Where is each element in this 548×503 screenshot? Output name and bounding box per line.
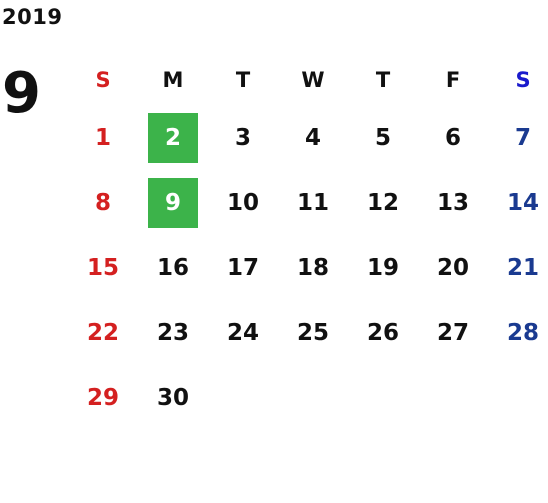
day-cell[interactable]: 19 <box>348 235 418 300</box>
empty-cell <box>418 365 488 430</box>
empty-cell <box>208 365 278 430</box>
day-number: 27 <box>436 319 469 346</box>
day-number: 25 <box>296 319 329 346</box>
empty-cell <box>348 365 418 430</box>
day-cell[interactable]: 8 <box>68 170 138 235</box>
day-cell[interactable]: 22 <box>68 300 138 365</box>
day-cell[interactable]: 28 <box>488 300 548 365</box>
day-number: 11 <box>296 189 329 216</box>
day-cell[interactable]: 4 <box>278 105 348 170</box>
day-cell[interactable]: 5 <box>348 105 418 170</box>
day-cell[interactable]: 18 <box>278 235 348 300</box>
day-number: 18 <box>296 254 329 281</box>
day-number: 10 <box>226 189 259 216</box>
day-number: 26 <box>366 319 399 346</box>
day-number: 29 <box>86 384 119 411</box>
weekday-sunday: S <box>95 68 111 92</box>
day-number: 16 <box>156 254 189 281</box>
day-number: 9 <box>148 177 198 228</box>
day-cell[interactable]: 20 <box>418 235 488 300</box>
day-cell-highlighted[interactable]: 2 <box>138 105 208 170</box>
weekday-friday: F <box>445 68 461 92</box>
weekday-monday: M <box>162 68 184 92</box>
day-number: 3 <box>234 124 251 151</box>
day-cell[interactable]: 25 <box>278 300 348 365</box>
day-number: 2 <box>148 112 198 163</box>
day-number: 24 <box>226 319 259 346</box>
weekday-thursday: T <box>375 68 391 92</box>
day-number: 21 <box>506 254 539 281</box>
empty-cell <box>278 365 348 430</box>
day-cell[interactable]: 13 <box>418 170 488 235</box>
day-cell[interactable]: 17 <box>208 235 278 300</box>
day-number: 15 <box>86 254 119 281</box>
day-cell[interactable]: 1 <box>68 105 138 170</box>
day-cell[interactable]: 15 <box>68 235 138 300</box>
day-number: 17 <box>226 254 259 281</box>
empty-cell <box>488 365 548 430</box>
day-number: 28 <box>506 319 539 346</box>
day-number: 30 <box>156 384 189 411</box>
day-number: 4 <box>304 124 321 151</box>
day-number: 23 <box>156 319 189 346</box>
weekday-wednesday: W <box>301 68 325 92</box>
year-label: 2019 <box>2 5 63 29</box>
day-cell[interactable]: 26 <box>348 300 418 365</box>
day-cell[interactable]: 11 <box>278 170 348 235</box>
day-cell[interactable]: 7 <box>488 105 548 170</box>
day-number: 13 <box>436 189 469 216</box>
day-number: 6 <box>444 124 461 151</box>
day-number: 20 <box>436 254 469 281</box>
day-cell[interactable]: 24 <box>208 300 278 365</box>
day-number: 12 <box>366 189 399 216</box>
month-number: 9 <box>2 61 41 126</box>
day-cell[interactable]: 16 <box>138 235 208 300</box>
calendar-grid: S M T W T F S 1 2 3 4 5 6 7 8 9 10 11 12… <box>68 55 548 495</box>
day-cell[interactable]: 6 <box>418 105 488 170</box>
day-cell[interactable]: 27 <box>418 300 488 365</box>
day-cell[interactable]: 21 <box>488 235 548 300</box>
day-number: 22 <box>86 319 119 346</box>
day-cell[interactable]: 12 <box>348 170 418 235</box>
day-number: 14 <box>506 189 539 216</box>
weekday-tuesday: T <box>235 68 251 92</box>
day-number: 1 <box>94 124 111 151</box>
day-cell[interactable]: 14 <box>488 170 548 235</box>
day-cell[interactable]: 3 <box>208 105 278 170</box>
day-number: 19 <box>366 254 399 281</box>
weekday-saturday: S <box>515 68 531 92</box>
day-cell[interactable]: 23 <box>138 300 208 365</box>
day-cell[interactable]: 29 <box>68 365 138 430</box>
day-cell-highlighted[interactable]: 9 <box>138 170 208 235</box>
day-number: 7 <box>514 124 531 151</box>
day-number: 5 <box>374 124 391 151</box>
day-cell[interactable]: 10 <box>208 170 278 235</box>
day-number: 8 <box>94 189 111 216</box>
day-cell[interactable]: 30 <box>138 365 208 430</box>
